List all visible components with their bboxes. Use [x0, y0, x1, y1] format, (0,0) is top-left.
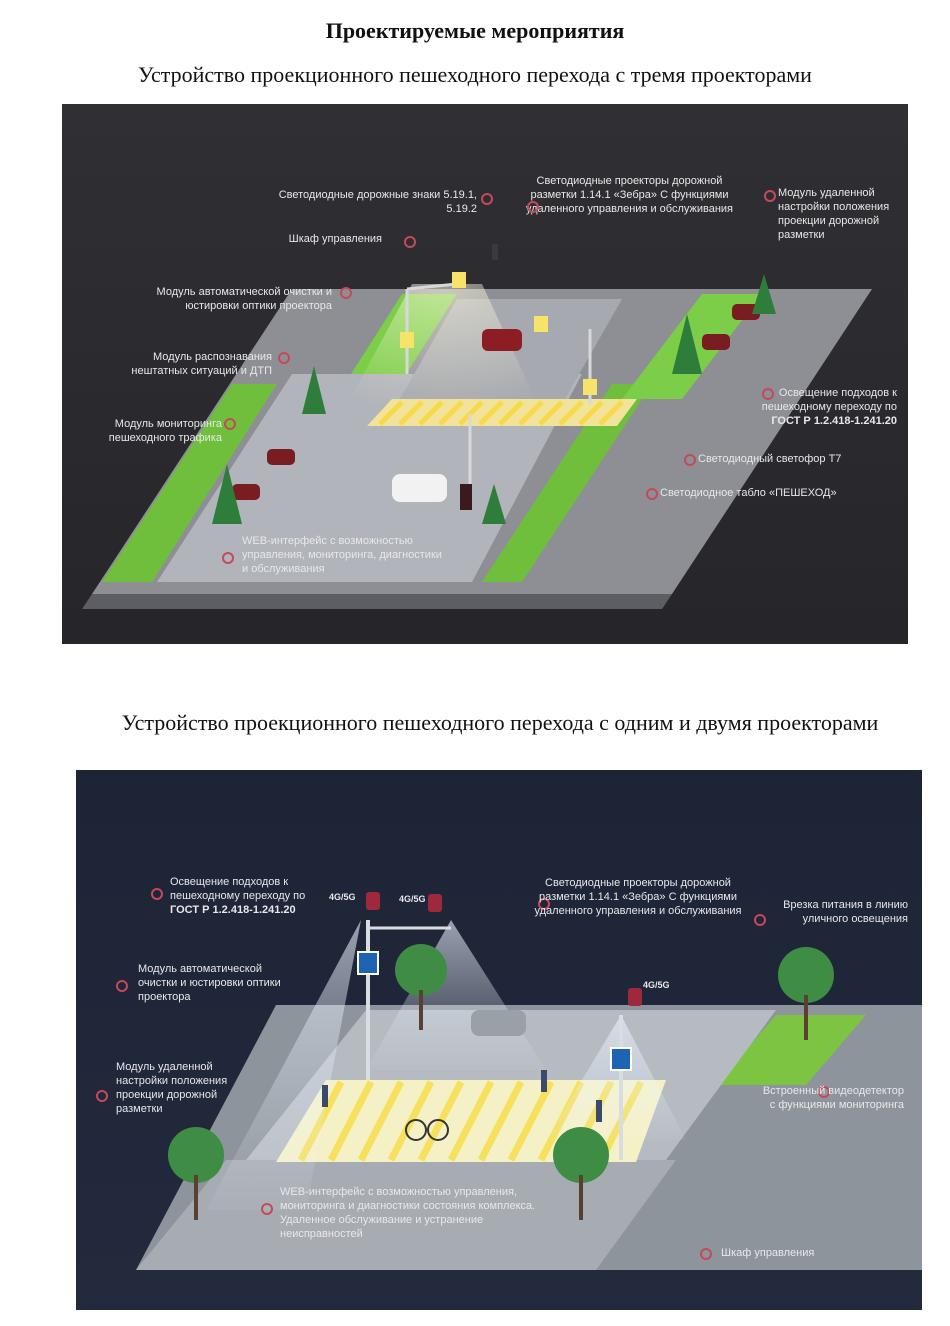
label-approach-lighting-text: Освещение подходов к пешеходному переход… — [170, 876, 306, 902]
label-web-interface: WEB-интерфейс с возможностью управления,… — [280, 1186, 536, 1240]
callout-marker — [404, 236, 416, 248]
label-web-interface: WEB-интерфейс с возможностью управления,… — [242, 535, 442, 575]
section-2-title: Устройство проекционного пешеходного пер… — [121, 710, 879, 735]
section-1-title: Устройство проекционного пешеходного пер… — [138, 62, 812, 87]
label-gost-reference: ГОСТ Р 1.2.418-1.241.20 — [771, 415, 897, 427]
label-led-projectors: Светодиодные проекторы дорожной разметки… — [525, 175, 734, 215]
label-remote-adjustment-module: Модуль удаленной настройки положения про… — [778, 187, 890, 241]
label-power-tap: Врезка питания в линию уличного освещени… — [783, 899, 908, 925]
callout-marker — [224, 418, 236, 430]
label-approach-lighting-text: Освещение подходов к пешеходному переход… — [761, 387, 897, 413]
label-approach-lighting: Освещение подходов к пешеходному переход… — [170, 875, 330, 917]
callout-marker — [684, 454, 696, 466]
crossing-diagram-three-projectors: Светодиодные дорожные знаки 5.19.1, 5.19… — [62, 104, 908, 644]
label-control-cabinet: Шкаф управления — [721, 1247, 815, 1259]
label-approach-lighting: Освещение подходов к пешеходному переход… — [742, 386, 897, 428]
callout-marker — [538, 898, 550, 910]
label-remote-adjustment-module: Модуль удаленной настройки положения про… — [116, 1061, 228, 1115]
callout-marker — [818, 1086, 830, 1098]
callout-marker — [96, 1090, 108, 1102]
label-led-traffic-light: Светодиодный светофор Т7 — [698, 453, 842, 465]
callout-marker — [527, 201, 539, 213]
callout-marker — [481, 193, 493, 205]
callout-marker — [116, 980, 128, 992]
label-network-4g5g: 4G/5G — [329, 892, 356, 902]
crossing-diagram-one-two-projectors: Освещение подходов к пешеходному переход… — [76, 770, 922, 1310]
label-led-road-signs: Светодиодные дорожные знаки 5.19.1, 5.19… — [278, 189, 477, 215]
label-cleaning-module: Модуль автоматической очистки и юстировк… — [138, 963, 281, 1003]
label-video-detector: Встроенный видеодетектор с функциями мон… — [762, 1085, 904, 1111]
callout-marker — [754, 914, 766, 926]
label-network-4g5g: 4G/5G — [643, 980, 670, 990]
label-control-cabinet: Шкаф управления — [288, 233, 382, 245]
callout-marker — [261, 1203, 273, 1215]
crossing-illustration-2 — [76, 770, 922, 1310]
label-pedestrian-monitoring-module: Модуль мониторинга пешеходного трафика — [108, 418, 222, 444]
callout-marker — [278, 352, 290, 364]
callout-marker — [700, 1248, 712, 1260]
label-led-projectors: Светодиодные проекторы дорожной разметки… — [534, 877, 742, 917]
document-title: Проектируемые мероприятия — [325, 18, 625, 43]
callout-marker — [340, 287, 352, 299]
label-cleaning-module: Модуль автоматической очистки и юстировк… — [156, 286, 332, 312]
label-network-4g5g: 4G/5G — [399, 894, 426, 904]
callout-marker — [151, 888, 163, 900]
label-led-pedestrian-board: Светодиодное табло «ПЕШЕХОД» — [660, 487, 837, 499]
callout-marker — [764, 190, 776, 202]
callout-marker — [762, 388, 774, 400]
label-gost-reference: ГОСТ Р 1.2.418-1.241.20 — [170, 904, 296, 916]
callout-marker — [222, 552, 234, 564]
label-incident-recognition-module: Модуль распознавания нештатных ситуаций … — [131, 351, 272, 377]
callout-marker — [646, 488, 658, 500]
